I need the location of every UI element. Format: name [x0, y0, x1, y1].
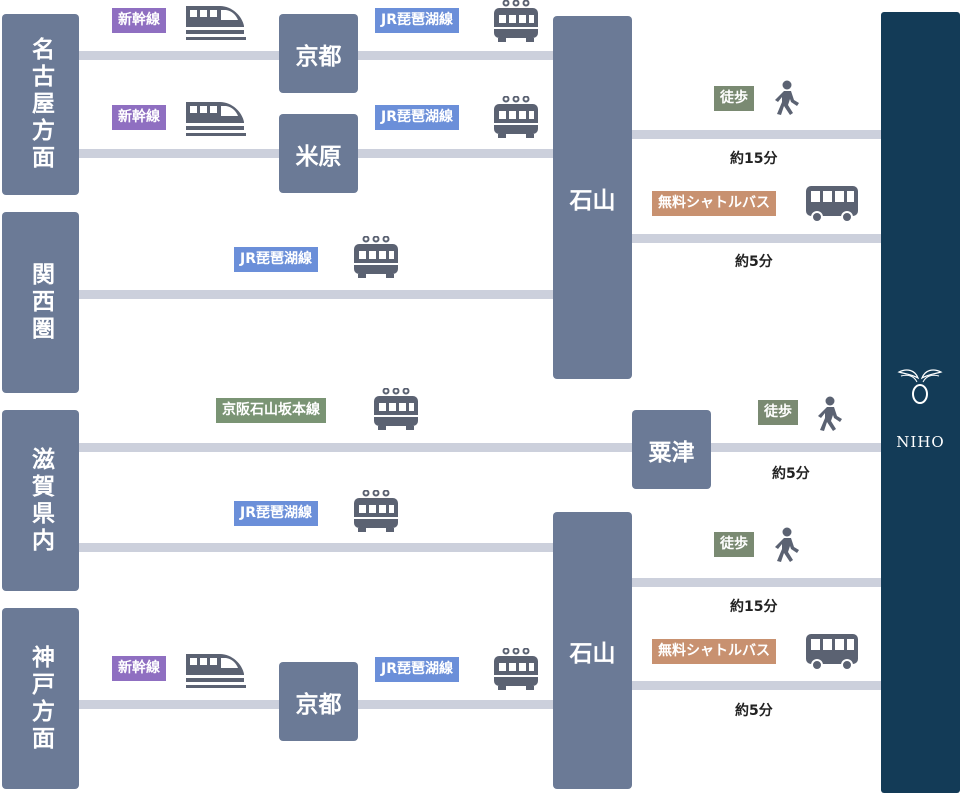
station-ishiyama-bottom-label: 石山: [569, 640, 616, 667]
connector-ishiyama-bus: [632, 234, 881, 243]
origin-kansai-label: 関西圏: [27, 262, 54, 343]
station-ishiyama-bottom: 石山: [553, 512, 632, 789]
time-bus-2: 約5分: [735, 703, 773, 719]
tag-walk-1: 徒歩: [714, 86, 754, 111]
connector-kansai-ishiyama: [79, 290, 553, 299]
train-icon: [353, 490, 399, 532]
train-icon: [493, 648, 539, 690]
connector-kobe-kyoto: [79, 700, 279, 709]
connector-ishiyama2-walk: [632, 578, 881, 587]
origin-nagoya: 名古屋方面: [2, 14, 79, 195]
connector-nagoya-maibara: [79, 149, 279, 158]
tag-jr-2: JR琵琶湖線: [375, 105, 459, 130]
shinkansen-icon: [186, 654, 246, 688]
connector-maibara-ishiyama: [358, 149, 553, 158]
tag-jr-3: JR琵琶湖線: [234, 247, 318, 272]
tag-shinkansen-3: 新幹線: [112, 656, 166, 681]
bus-icon: [805, 633, 859, 671]
station-maibara-label: 米原: [295, 143, 342, 170]
connector-shiga-ishiyama: [79, 543, 553, 552]
station-kyoto-top: 京都: [279, 14, 358, 93]
tag-jr-1: JR琵琶湖線: [375, 8, 459, 33]
niho-logo-icon: [897, 369, 943, 404]
destination-niho: NIHO: [881, 12, 960, 793]
station-awazu-label: 粟津: [648, 439, 695, 466]
station-ishiyama-top-label: 石山: [569, 187, 616, 214]
time-bus-1: 約5分: [735, 254, 773, 270]
origin-kobe-label: 神戸方面: [27, 644, 54, 753]
origin-kobe: 神戸方面: [2, 608, 79, 789]
tag-jr-4: JR琵琶湖線: [234, 501, 318, 526]
connector-shiga-awazu: [79, 443, 632, 452]
origin-kansai: 関西圏: [2, 212, 79, 393]
tag-shinkansen-2: 新幹線: [112, 105, 166, 130]
tag-walk-2: 徒歩: [758, 400, 798, 425]
walking-person-icon: [775, 80, 799, 115]
train-icon: [353, 236, 399, 278]
connector-kyoto-ishiyama: [358, 51, 553, 60]
walking-person-icon: [775, 527, 799, 562]
station-ishiyama-top: 石山: [553, 16, 632, 379]
station-awazu: 粟津: [632, 410, 711, 489]
connector-ishiyama2-bus: [632, 681, 881, 690]
time-walk-2: 約5分: [772, 466, 810, 482]
connector-nagoya-kyoto: [79, 51, 279, 60]
station-kyoto-bottom: 京都: [279, 662, 358, 741]
station-kyoto-bottom-label: 京都: [295, 691, 342, 718]
origin-shiga: 滋賀県内: [2, 410, 79, 591]
origin-nagoya-label: 名古屋方面: [27, 37, 54, 172]
tag-walk-3: 徒歩: [714, 532, 754, 557]
tag-bus-1: 無料シャトルバス: [652, 191, 776, 216]
time-walk-3: 約15分: [730, 599, 778, 615]
walking-person-icon: [818, 396, 842, 431]
origin-shiga-label: 滋賀県内: [27, 446, 54, 555]
shinkansen-icon: [186, 102, 246, 136]
destination-niho-label: NIHO: [896, 433, 945, 451]
connector-kyoto2-ishiyama: [358, 700, 553, 709]
train-icon: [493, 96, 539, 138]
tag-bus-2: 無料シャトルバス: [652, 639, 776, 664]
connector-awazu-niho: [711, 443, 881, 452]
shinkansen-icon: [186, 6, 246, 40]
station-maibara: 米原: [279, 114, 358, 193]
bus-icon: [805, 185, 859, 223]
train-icon: [493, 0, 539, 42]
connector-ishiyama-walk: [632, 130, 881, 139]
tag-shinkansen-1: 新幹線: [112, 8, 166, 33]
train-icon: [373, 388, 419, 430]
tag-keihan: 京阪石山坂本線: [216, 398, 326, 423]
tag-jr-5: JR琵琶湖線: [375, 657, 459, 682]
time-walk-1: 約15分: [730, 151, 778, 167]
station-kyoto-top-label: 京都: [295, 43, 342, 70]
